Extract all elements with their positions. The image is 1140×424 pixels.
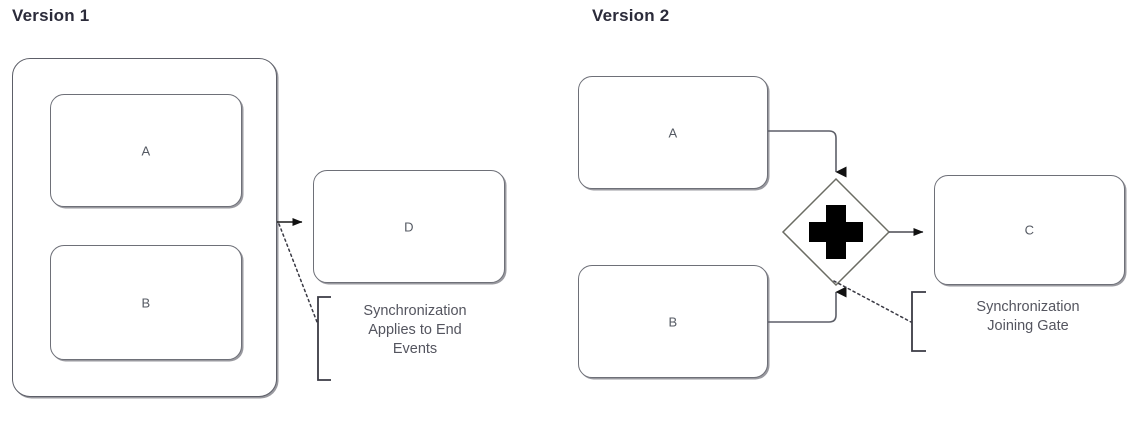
task-box-b-v2[interactable]: B	[578, 265, 768, 378]
version-2-title: Version 2	[592, 6, 670, 25]
task-label-a-v1: A	[141, 143, 151, 158]
sequence-flow-a-to-gateway	[768, 130, 847, 178]
association-v2	[833, 280, 912, 323]
task-box-c-v2[interactable]: C	[934, 175, 1125, 285]
task-label-b-v1: B	[141, 295, 151, 310]
task-box-d-v1[interactable]: D	[313, 170, 505, 283]
task-label-a-v2: A	[668, 125, 678, 140]
sequence-flow-b-to-gateway	[768, 286, 847, 323]
annotation-bracket-v2	[911, 291, 926, 352]
annotation-text-v2: Synchronization Joining Gate	[976, 299, 1080, 334]
plus-icon-horizontal	[809, 222, 863, 242]
task-label-c-v2: C	[1024, 222, 1035, 238]
task-label-b-v2: B	[668, 314, 678, 329]
annotation-text-v1: Synchronization Applies to End Events	[363, 303, 467, 357]
parallel-gateway-diamond[interactable]	[781, 177, 891, 287]
task-box-b-v1[interactable]: B	[50, 245, 242, 360]
task-box-a-v2[interactable]: A	[578, 76, 768, 189]
task-label-d-v1: D	[404, 219, 414, 234]
task-box-a-v1[interactable]: A	[50, 94, 242, 207]
association-v1	[278, 223, 318, 323]
plus-icon-vertical	[826, 205, 846, 259]
version-1-title: Version 1	[12, 6, 90, 25]
